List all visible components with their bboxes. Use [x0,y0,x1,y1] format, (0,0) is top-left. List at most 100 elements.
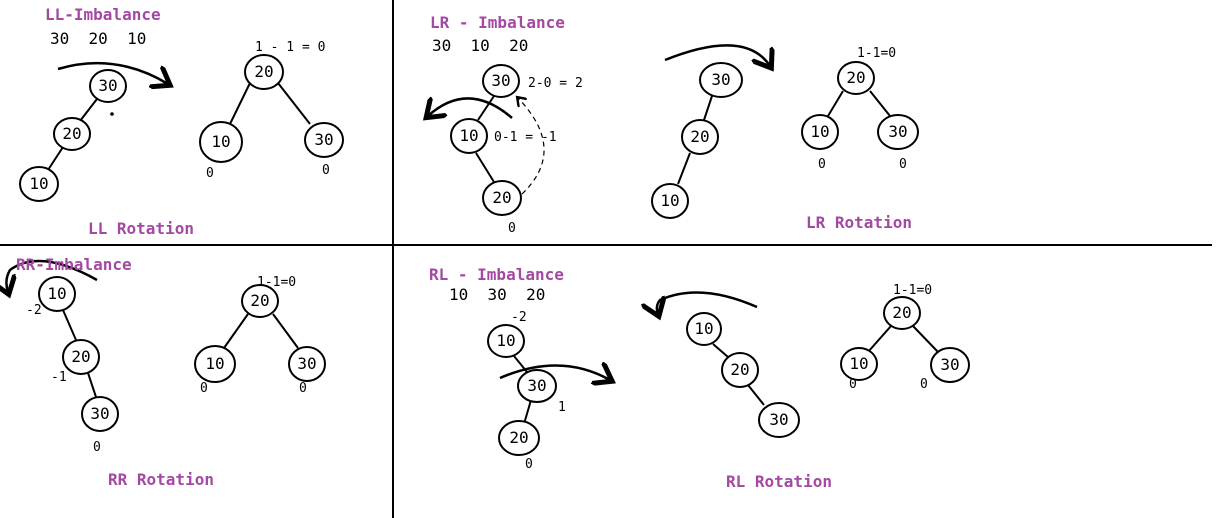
node-label: 30 [711,70,730,89]
ll-quadrant: LL-Imbalance 30 20 10 30 20 10 1 - 1 = 0… [19,5,344,238]
node-label: 10 [496,331,515,350]
tree-node [244,54,284,90]
node-label: 30 [527,376,546,395]
node-label: 30 [297,354,316,373]
node-label: 10 [459,126,478,145]
balance-factor: 0 [206,166,214,181]
tree-node [53,117,91,151]
tree-edge [79,98,98,122]
tree-node [450,118,488,154]
tree-node [241,284,279,318]
rl-sequence: 10 30 20 [449,285,545,304]
node-label: 10 [205,354,224,373]
balance-factor: 1-1=0 [893,283,932,298]
rr-rotation-label: RR Rotation [108,470,214,489]
balance-factor: 0 [322,163,330,178]
tree-node [498,420,540,456]
tree-node [686,312,722,346]
tree-node [883,296,921,330]
tree-node [81,396,119,432]
node-label: 20 [846,68,865,87]
ll-sequence: 30 20 10 [50,29,146,48]
tree-node [482,180,522,216]
tree-node [38,276,76,312]
node-label: 20 [250,291,269,310]
tree-edge [62,309,77,341]
ll-rotation-label: LL Rotation [88,219,194,238]
balance-factor: -2 [511,310,527,325]
tree-node [199,121,243,163]
tree-edge [827,90,844,117]
tree-node [721,352,759,388]
tree-node [487,324,525,358]
balance-factor: -2 [26,303,42,318]
node-label: 20 [492,188,511,207]
tree-node [288,346,326,382]
ll-title: LL-Imbalance [45,5,161,24]
node-label: 30 [98,76,117,95]
node-label: 10 [849,354,868,373]
node-label: 30 [940,355,959,374]
node-label: 30 [90,404,109,423]
balance-factor: 0 [93,440,101,455]
tree-node [304,122,344,158]
balance-factor: 0 [849,377,857,392]
tree-node [699,62,743,98]
tree-edge [475,152,495,183]
tree-edge [712,343,729,358]
tree-node [194,345,236,383]
lr-dashed-arrow [518,98,545,195]
balance-factor: 0 [525,457,533,472]
tree-node [62,339,100,375]
tree-edge [229,82,251,125]
tree-node [758,402,800,438]
lr-quadrant: LR - Imbalance 30 10 20 30 10 20 2-0 = 2… [428,13,919,236]
node-label: 30 [314,130,333,149]
tree-edge [277,82,311,125]
balance-factor: 2-0 = 2 [528,76,583,91]
node-label: 20 [892,303,911,322]
tree-edge [867,325,892,353]
tree-node [89,69,127,103]
balance-factor: 1 - 1 = 0 [255,40,325,55]
tree-edge [912,325,939,353]
rl-quadrant: RL - Imbalance 10 30 20 10 30 20 -2 1 0 … [429,265,970,491]
balance-factor: 0 [920,377,928,392]
balance-factor: 0 [818,157,826,172]
lr-left-rotation-arrow [428,98,513,118]
node-label: 30 [888,122,907,141]
node-label: 10 [810,122,829,141]
tree-node [482,64,520,98]
lr-right-rotation-arrow [664,44,770,66]
balance-factor: 0 [200,381,208,396]
tree-node [681,119,719,155]
rl-left-rotation-arrow [657,291,758,314]
tree-node [930,347,970,383]
tree-edge [747,384,765,406]
rr-rotation-arrow [6,259,98,292]
node-label: 20 [62,124,81,143]
node-label: 10 [660,191,679,210]
tree-edge [703,95,713,121]
rl-title: RL - Imbalance [429,265,564,284]
tree-edge [477,95,495,121]
node-label: 20 [690,127,709,146]
tree-node [877,114,919,150]
node-label: 10 [211,132,230,151]
lr-rotation-label: LR Rotation [806,213,912,232]
tree-edge [272,313,299,349]
tree-node [840,347,878,381]
rl-rotation-label: RL Rotation [726,472,832,491]
balance-factor: 0 [899,157,907,172]
balance-factor: 0-1 = -1 [494,130,557,145]
balance-factor: -1 [51,370,67,385]
balance-factor: 1-1=0 [857,46,896,61]
balance-factor: 1 [558,400,566,415]
node-label: 20 [509,428,528,447]
balance-factor: 0 [508,221,516,236]
tree-edge [47,146,64,171]
tree-node [517,369,557,403]
tree-edge [223,313,249,349]
node-label: 10 [47,284,66,303]
